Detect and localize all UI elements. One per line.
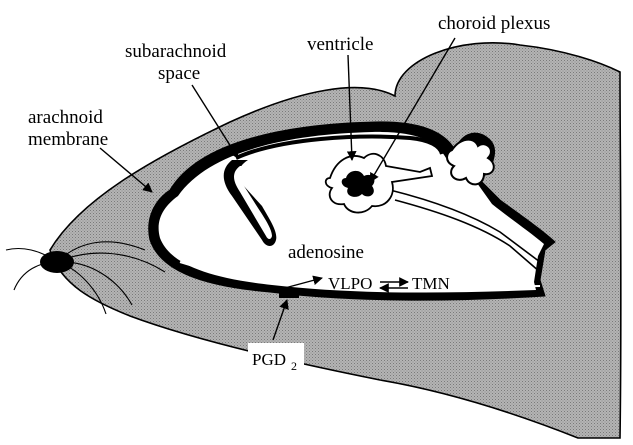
subarachnoid-label-line1: subarachnoid <box>125 41 227 62</box>
subarachnoid-label-line2: space <box>158 63 200 84</box>
adenosine-label: adenosine <box>288 242 364 263</box>
tmn-label: TMN <box>412 274 450 293</box>
arachnoid-label-line1: arachnoid <box>28 107 103 128</box>
pgd2-label-main: PGD <box>252 350 286 369</box>
arachnoid-label-line2: membrane <box>28 129 108 150</box>
vlpo-label: VLPO <box>328 274 372 293</box>
pgd2-site <box>279 290 299 298</box>
ventricle-label: ventricle <box>307 34 373 55</box>
choroid-plexus-label: choroid plexus <box>438 13 550 34</box>
pgd2-label-subscript: 2 <box>291 359 297 373</box>
